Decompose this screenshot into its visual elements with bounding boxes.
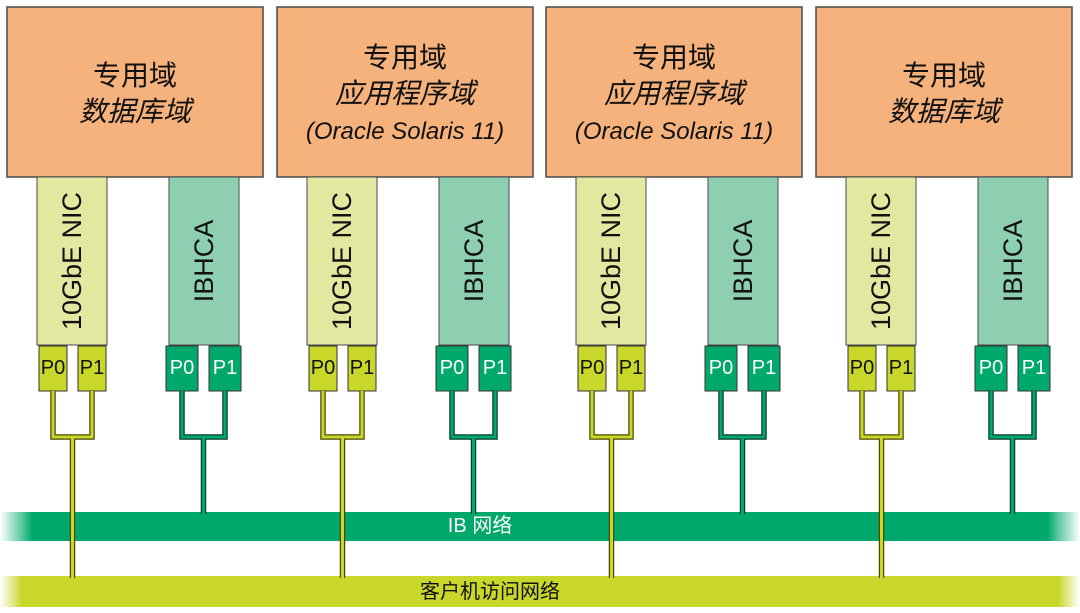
hca-port-label: P0	[170, 357, 194, 379]
hca-card	[977, 176, 1049, 346]
nic-wire	[590, 391, 633, 578]
hca-port-label: P1	[1022, 357, 1046, 379]
domain-type: 应用程序域	[335, 78, 479, 109]
client-network-bar	[0, 576, 1080, 607]
domain-box	[276, 6, 534, 178]
domain-type: 数据库域	[79, 96, 195, 127]
hca-port-0	[435, 345, 469, 392]
nic-wire	[51, 391, 94, 578]
ib-network-bar	[0, 512, 1080, 541]
hca-card-label: IBHCA	[998, 220, 1028, 303]
hca-port-label: P0	[979, 357, 1003, 379]
nic-port-0	[38, 345, 68, 392]
hca-wire	[450, 391, 497, 514]
nic-card-label: 10GbE NIC	[866, 192, 896, 330]
nic-port-label: P0	[311, 357, 335, 379]
hca-port-label: P0	[440, 357, 464, 379]
client-access-network	[0, 576, 1080, 607]
domain-os: (Oracle Solaris 11)	[575, 118, 773, 145]
domain-box	[6, 6, 264, 178]
ib-network-label: IB 网络	[448, 514, 512, 537]
nic-port-1	[886, 345, 916, 392]
domain-os: (Oracle Solaris 11)	[306, 118, 504, 145]
hca-card	[168, 176, 240, 346]
nic-port-0	[577, 345, 607, 392]
nic-port-label: P0	[41, 357, 65, 379]
hca-port-1	[747, 345, 781, 392]
hca-port-label: P1	[752, 357, 776, 379]
ib-network	[0, 512, 1080, 541]
hca-card	[438, 176, 510, 346]
nic-card-label: 10GbE NIC	[596, 192, 626, 330]
hca-port-label: P0	[709, 357, 733, 379]
nic-port-0	[308, 345, 338, 392]
nic-port-label: P1	[350, 357, 374, 379]
hca-card-label: IBHCA	[459, 220, 489, 303]
nic-port-label: P1	[619, 357, 643, 379]
nic-port-0	[847, 345, 877, 392]
nic-port-label: P1	[80, 357, 104, 379]
nic-card	[575, 176, 647, 346]
hca-port-0	[704, 345, 738, 392]
nic-wire	[321, 391, 364, 578]
nic-wire	[860, 391, 903, 578]
domain-title: 专用域	[93, 60, 177, 91]
client-network-label: 客户机访问网络	[420, 580, 560, 603]
domain-title: 专用域	[632, 42, 716, 73]
hca-wire	[719, 391, 766, 514]
nic-card	[845, 176, 917, 346]
hca-wire	[180, 391, 227, 514]
hca-port-label: P1	[213, 357, 237, 379]
domain-box	[815, 6, 1073, 178]
nic-port-label: P0	[850, 357, 874, 379]
nic-card-label: 10GbE NIC	[57, 192, 87, 330]
hca-card-label: IBHCA	[728, 220, 758, 303]
nic-card	[306, 176, 378, 346]
domain-type: 应用程序域	[604, 78, 748, 109]
nic-port-1	[347, 345, 377, 392]
hca-card-label: IBHCA	[189, 220, 219, 303]
hca-wire	[989, 391, 1036, 514]
hca-port-1	[478, 345, 512, 392]
hca-port-1	[1017, 345, 1051, 392]
nic-port-label: P0	[580, 357, 604, 379]
domain-title: 专用域	[363, 42, 447, 73]
hca-port-label: P1	[483, 357, 507, 379]
domain-type: 数据库域	[888, 96, 1004, 127]
domain-title: 专用域	[902, 60, 986, 91]
nic-card	[36, 176, 108, 346]
nic-card-label: 10GbE NIC	[327, 192, 357, 330]
domain-box	[545, 6, 803, 178]
nic-port-label: P1	[889, 357, 913, 379]
hca-card	[707, 176, 779, 346]
